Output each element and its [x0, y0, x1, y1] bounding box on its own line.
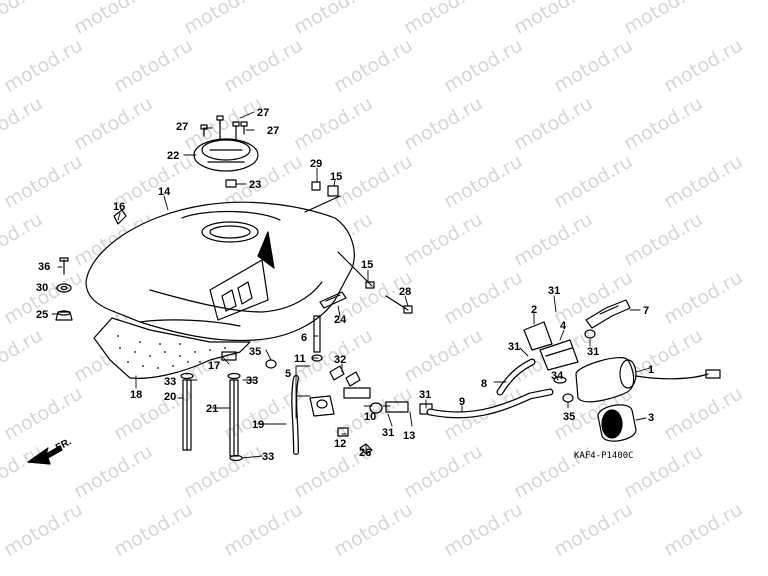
callout-8: 8 [481, 378, 488, 390]
callout-19: 19 [252, 419, 265, 431]
callout-31a: 31 [548, 285, 561, 297]
callout-31e: 31 [382, 427, 395, 439]
fuel-cock-assembly [291, 315, 433, 455]
callout-7: 7 [643, 305, 650, 317]
left-hardware [55, 209, 127, 321]
pump-rubber-mount [597, 404, 637, 442]
callout-31c: 31 [587, 346, 600, 358]
callout-26: 26 [359, 447, 372, 459]
front-direction-arrow [27, 445, 63, 465]
tank-lower-cover [93, 317, 251, 379]
callout-33c: 33 [262, 451, 275, 463]
callout-15a: 15 [330, 171, 343, 183]
callout-5: 5 [285, 368, 292, 380]
callout-13: 13 [403, 430, 416, 442]
callout-27c: 27 [267, 125, 280, 137]
callout-14: 14 [158, 186, 171, 198]
callout-27a: 27 [176, 121, 189, 133]
callout-27b: 27 [257, 107, 270, 119]
callout-23: 23 [249, 179, 262, 191]
callout-25: 25 [36, 309, 49, 321]
tank-bolts [304, 181, 413, 314]
drawing-code: KAF4-P1400C [574, 451, 634, 461]
fuel-filter [523, 299, 631, 371]
callout-4: 4 [560, 320, 567, 332]
callout-2: 2 [531, 304, 538, 316]
fuel-pump [553, 357, 721, 403]
callout-12: 12 [334, 438, 347, 450]
callout-1: 1 [648, 364, 655, 376]
callout-21: 21 [206, 403, 219, 415]
fuel-tube [426, 358, 554, 419]
callout-17: 17 [208, 360, 221, 372]
drain-tubes [180, 351, 277, 462]
callout-3: 3 [648, 412, 655, 424]
callout-16: 16 [113, 201, 126, 213]
cover-stipple [117, 335, 226, 369]
callout-18: 18 [130, 389, 143, 401]
callout-34: 34 [551, 370, 564, 382]
callout-33b: 33 [246, 375, 259, 387]
callout-35a: 35 [249, 346, 262, 358]
fuel-cap [193, 115, 259, 188]
callout-20: 20 [164, 391, 177, 403]
callout-35b: 35 [563, 411, 576, 423]
callout-11: 11 [294, 353, 306, 365]
callout-10: 10 [364, 411, 377, 423]
callout-9: 9 [459, 396, 466, 408]
callout-24: 24 [334, 314, 347, 326]
callout-28: 28 [399, 286, 412, 298]
callout-15b: 15 [361, 259, 374, 271]
callout-29: 29 [310, 158, 323, 170]
caution-label [319, 291, 347, 309]
callout-31d: 31 [419, 389, 432, 401]
callout-22: 22 [167, 150, 180, 162]
leader-lines [51, 111, 651, 459]
callout-33a: 33 [164, 376, 177, 388]
callout-6: 6 [301, 332, 308, 344]
callout-36: 36 [38, 261, 51, 273]
callout-32: 32 [334, 354, 347, 366]
fuel-tank [85, 201, 355, 342]
callout-30: 30 [36, 282, 49, 294]
callout-31b: 31 [508, 341, 521, 353]
